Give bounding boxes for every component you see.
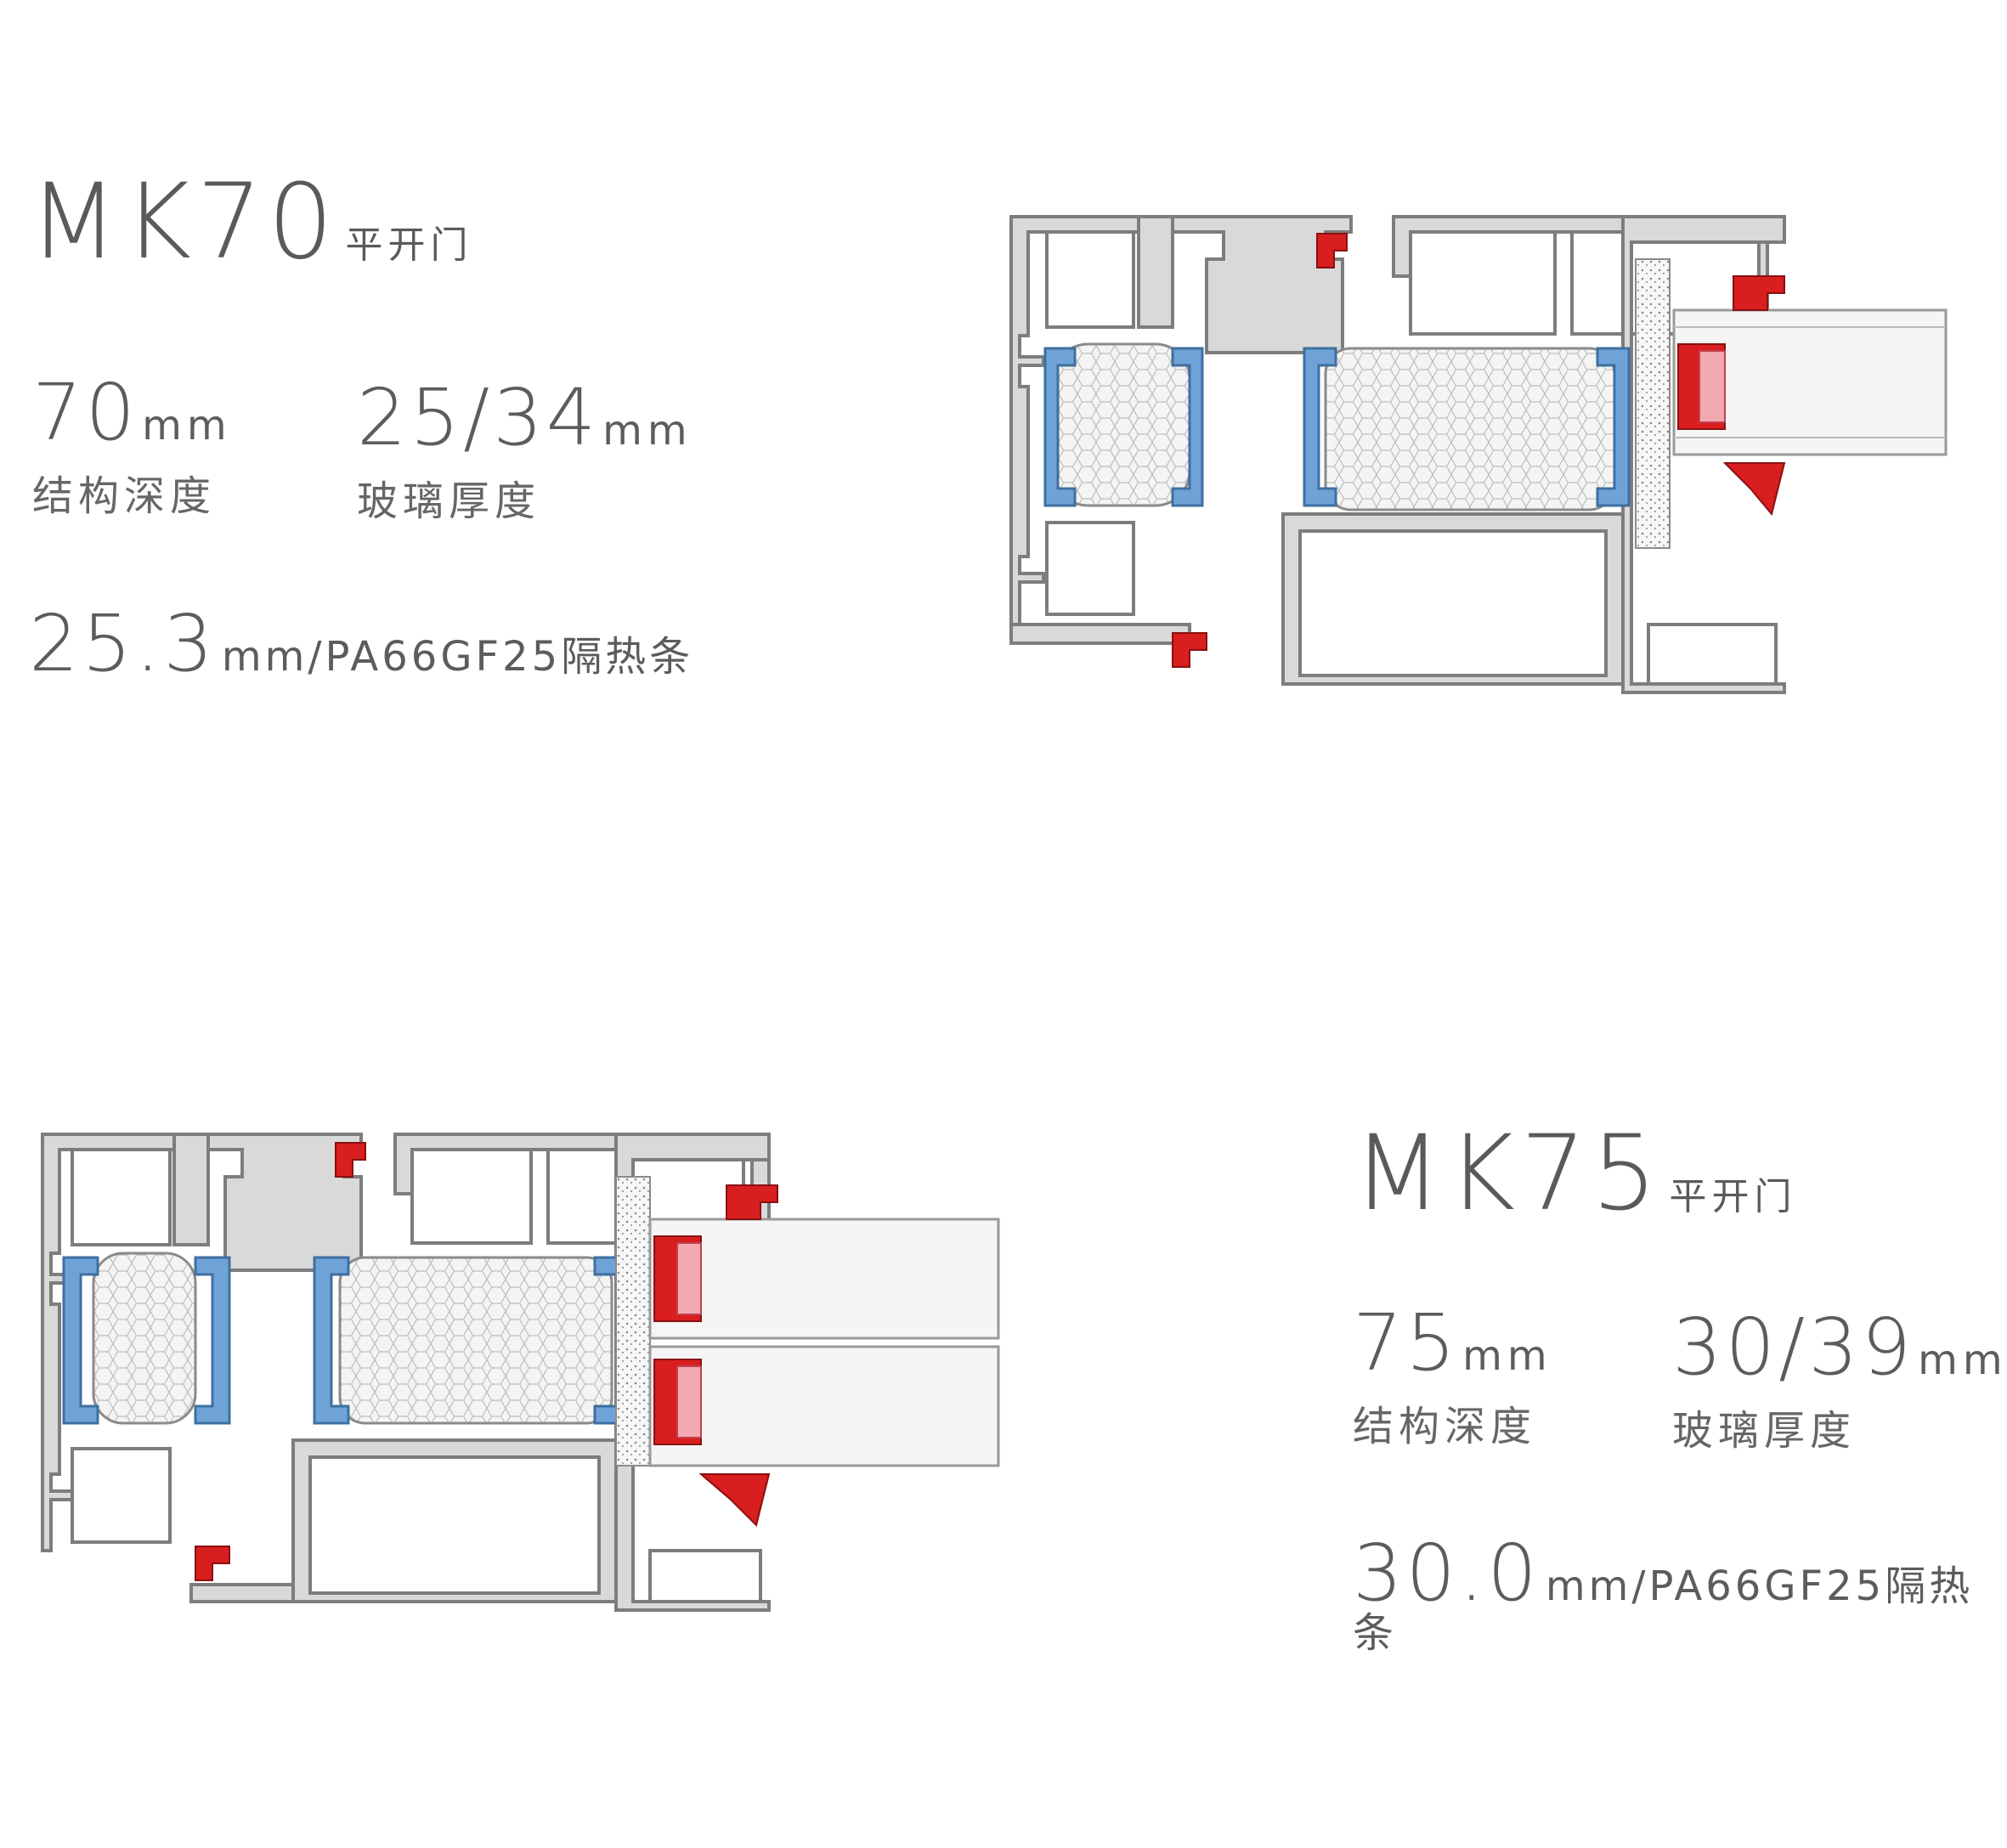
mk70-glass-bead (1621, 215, 1786, 694)
mk70-left-frame (1009, 215, 1353, 635)
mk75-edge-spacer (615, 1176, 651, 1467)
mk70-glass-label: 玻璃厚度 (357, 478, 541, 525)
mk70-gasket-glass-top (1733, 275, 1785, 311)
mk70-model-name: MK70 (29, 161, 339, 282)
mk75-gasket-glass-bottom (698, 1473, 771, 1527)
mk70-depth-spec: 70mm 结构深度 (32, 374, 232, 517)
mk70-edge-spacer (1635, 258, 1671, 549)
mk75-model-name: MK75 (1353, 1113, 1663, 1234)
mk75-thermal-strip-left-b (194, 1256, 231, 1425)
mk70-strip-value: 25.3 (29, 598, 217, 689)
mk75-thermal-strip-left-a (62, 1256, 99, 1425)
mk70-depth-value: 70 (32, 367, 139, 458)
mk75-depth-label: 结构深度 (1353, 1403, 1537, 1450)
mk75-profile-section (41, 1133, 1000, 1612)
mk70-thermal-strip-right-a (1303, 347, 1337, 507)
mk75-glass-spec: 30/39mm 玻璃厚度 (1672, 1308, 2007, 1455)
mk75-door-type: 平开门 (1669, 1175, 1797, 1218)
mk75-depth-spec: 75mm 结构深度 (1353, 1304, 1552, 1450)
mk70-strip-desc: mm/PA66GF25隔热条 (221, 633, 694, 681)
mk75-strip-value: 30.0 (1353, 1528, 1541, 1619)
mk75-thermal-strip-right-a (313, 1256, 350, 1425)
mk70-glass-value: 25/34 (357, 372, 600, 463)
mk75-insulation-core-right (338, 1256, 613, 1425)
mk70-thermal-strip-right-b (1596, 347, 1631, 507)
mk70-gasket-glass-bottom (1722, 462, 1786, 517)
mk70-depth-label: 结构深度 (32, 472, 217, 520)
mk70-glass-spec: 25/34mm 玻璃厚度 (357, 379, 693, 525)
mk70-insulation-core-right (1324, 347, 1616, 511)
mk75-insulation-core-left (92, 1252, 197, 1425)
mk70-mid-frame (1137, 215, 1174, 329)
mk75-mid-frame (172, 1133, 210, 1246)
mk75-glass-unit: mm (1918, 1337, 2007, 1384)
mk70-door-type: 平开门 (345, 223, 473, 267)
mk75-strip-desc: mm/PA66GF25隔热条 (1353, 1563, 1974, 1657)
mk75-glass-pane-outer (648, 1218, 1000, 1340)
mk75-glass-value: 30/39 (1672, 1302, 1915, 1393)
mk70-glass-unit: mm (602, 407, 693, 455)
mk75-depth-value: 75 (1353, 1297, 1460, 1388)
mk70-profile-section (1009, 215, 1948, 694)
mk70-gasket-top (1316, 233, 1348, 268)
mk70-depth-unit: mm (142, 402, 232, 449)
mk75-glass-label: 玻璃厚度 (1672, 1407, 1857, 1455)
mk70-thermal-strip-left-b (1171, 347, 1204, 507)
mk70-gasket-bottom (1172, 632, 1207, 668)
mk75-depth-unit: mm (1462, 1332, 1552, 1380)
mk75-gasket-bottom (195, 1546, 230, 1581)
mk70-bottom-rail (1009, 623, 1191, 645)
mk70-insulation-core-left (1052, 342, 1191, 507)
mk75-glass-pane-inner (648, 1345, 1000, 1467)
mk75-gasket-top (335, 1142, 366, 1178)
mk75-gasket-glass-top (726, 1184, 778, 1220)
mk70-thermal-strip-left-a (1043, 347, 1077, 507)
